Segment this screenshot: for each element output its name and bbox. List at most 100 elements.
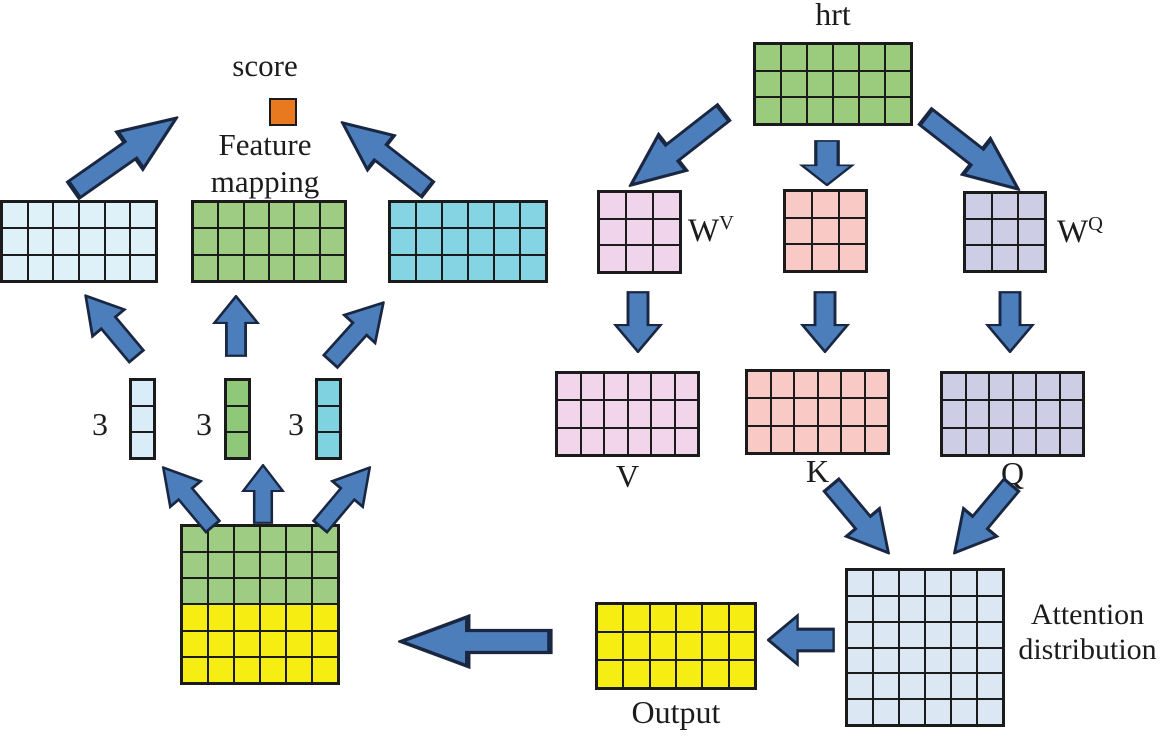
matrix-cell bbox=[317, 380, 340, 406]
matrix-cell bbox=[728, 660, 755, 688]
matrix-cell bbox=[651, 373, 675, 401]
matrix-cell bbox=[817, 425, 841, 453]
matrix-cell bbox=[702, 604, 729, 632]
matrix-cell bbox=[676, 604, 703, 632]
matrix-cell bbox=[599, 192, 626, 219]
matrix-cell bbox=[557, 427, 581, 455]
matrix-cell bbox=[807, 97, 833, 124]
matrix-cell bbox=[234, 630, 260, 657]
matrix-cell bbox=[951, 673, 977, 700]
matrix-cell bbox=[841, 425, 865, 453]
matrix-cell bbox=[312, 604, 338, 631]
matrix-cell bbox=[1012, 373, 1036, 401]
matrix-cell bbox=[182, 578, 208, 605]
matrix-cell bbox=[130, 254, 156, 281]
matrix-cell bbox=[131, 432, 154, 458]
matrix-cell bbox=[317, 432, 340, 458]
matrix-cell bbox=[599, 245, 626, 272]
matrix-cell bbox=[627, 427, 651, 455]
matrix-cell bbox=[833, 70, 859, 98]
matrix-cell bbox=[580, 373, 604, 401]
matrix-cell bbox=[755, 97, 781, 124]
arrow-output-to-combined-icon bbox=[398, 614, 553, 669]
matrix-cell bbox=[294, 202, 320, 229]
matrix-cell bbox=[942, 427, 966, 455]
matrix-cell bbox=[925, 647, 951, 674]
attention-distribution-label: Attention distribution bbox=[1010, 597, 1165, 667]
matrix-cell bbox=[604, 427, 628, 455]
matrix-cell bbox=[1036, 373, 1060, 401]
v-matrix bbox=[555, 371, 700, 457]
matrix-cell bbox=[599, 218, 626, 246]
attention-label-line2: distribution bbox=[1018, 633, 1157, 666]
matrix-cell bbox=[841, 398, 865, 426]
matrix-cell bbox=[494, 202, 520, 229]
matrix-cell bbox=[728, 604, 755, 632]
matrix-cell bbox=[781, 70, 807, 98]
matrix-cell bbox=[260, 656, 286, 683]
matrix-cell bbox=[27, 228, 54, 255]
matrix-cell bbox=[1036, 427, 1060, 455]
arrow-vec-cyan-to-feat-icon bbox=[312, 286, 401, 378]
matrix-cell bbox=[794, 425, 818, 453]
hrt-matrix bbox=[753, 42, 913, 126]
matrix-cell bbox=[899, 595, 925, 622]
matrix-cell bbox=[27, 254, 54, 281]
matrix-cell bbox=[623, 632, 650, 660]
matrix-cell bbox=[965, 193, 992, 219]
matrix-cell bbox=[812, 217, 839, 245]
feature-matrix-green bbox=[191, 200, 347, 283]
hrt-label: hrt bbox=[815, 0, 851, 32]
matrix-cell bbox=[1059, 427, 1083, 455]
matrix-cell bbox=[873, 647, 899, 674]
matrix-cell bbox=[747, 398, 771, 426]
matrix-cell bbox=[468, 202, 494, 229]
matrix-cell bbox=[53, 254, 79, 281]
matrix-cell bbox=[208, 526, 234, 553]
matrix-cell bbox=[989, 373, 1013, 401]
matrix-cell bbox=[885, 97, 911, 124]
matrix-cell bbox=[847, 621, 873, 648]
matrix-cell bbox=[1012, 400, 1036, 428]
matrix-cell bbox=[286, 656, 312, 683]
matrix-cell bbox=[312, 552, 338, 579]
matrix-cell bbox=[649, 632, 676, 660]
matrix-cell bbox=[286, 578, 312, 605]
vector-dim-label-right: 3 bbox=[288, 406, 304, 442]
matrix-cell bbox=[294, 254, 320, 281]
matrix-cell bbox=[269, 228, 295, 255]
matrix-cell bbox=[319, 202, 345, 229]
matrix-cell bbox=[873, 673, 899, 700]
matrix-cell bbox=[269, 202, 295, 229]
matrix-cell bbox=[597, 660, 624, 688]
feature-mapping-line1: Feature bbox=[218, 127, 312, 162]
matrix-cell bbox=[807, 70, 833, 98]
k-matrix bbox=[745, 369, 890, 455]
matrix-cell bbox=[785, 217, 812, 245]
matrix-cell bbox=[234, 604, 260, 631]
matrix-cell bbox=[841, 371, 865, 399]
vector-dim-label-left: 3 bbox=[92, 406, 108, 442]
matrix-cell bbox=[807, 44, 833, 71]
matrix-cell bbox=[781, 97, 807, 124]
matrix-cell bbox=[859, 97, 885, 124]
matrix-cell bbox=[873, 621, 899, 648]
matrix-cell bbox=[925, 621, 951, 648]
matrix-cell bbox=[416, 254, 442, 281]
matrix-cell bbox=[226, 380, 249, 406]
matrix-cell bbox=[208, 656, 234, 683]
matrix-cell bbox=[873, 595, 899, 622]
matrix-cell bbox=[442, 202, 468, 229]
matrix-cell bbox=[130, 202, 156, 229]
matrix-cell bbox=[755, 44, 781, 71]
matrix-cell bbox=[674, 400, 698, 428]
matrix-cell bbox=[626, 192, 653, 219]
matrix-cell bbox=[208, 578, 234, 605]
matrix-cell bbox=[1059, 373, 1083, 401]
matrix-cell bbox=[269, 254, 295, 281]
matrix-cell bbox=[965, 373, 989, 401]
matrix-cell bbox=[131, 380, 154, 406]
matrix-cell bbox=[131, 406, 154, 432]
matrix-cell bbox=[520, 254, 546, 281]
matrix-cell bbox=[218, 202, 244, 229]
